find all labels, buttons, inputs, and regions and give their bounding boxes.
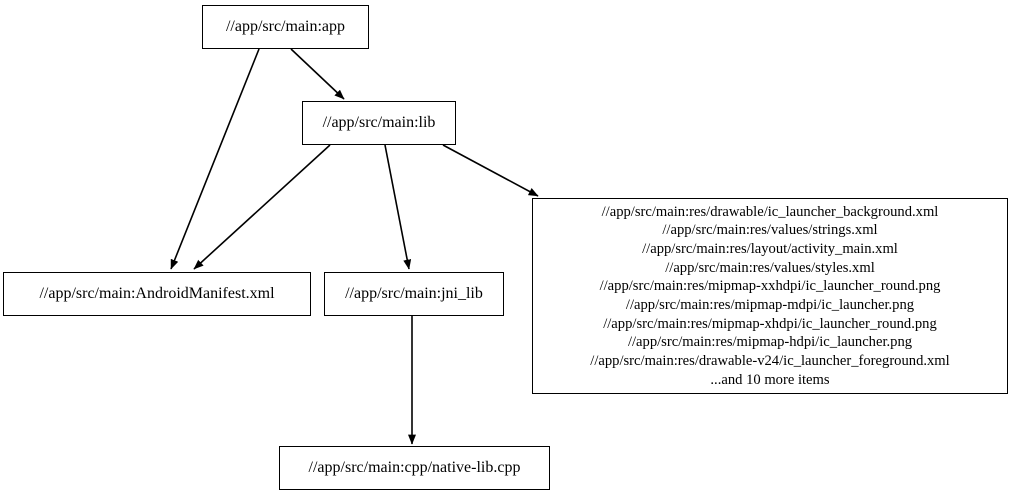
resource-line: //app/src/main:res/drawable/ic_launcher_…: [601, 203, 939, 220]
edge-app-to-manifest: [170, 48, 260, 270]
resource-line: //app/src/main:res/values/styles.xml: [665, 259, 875, 276]
graph-node-jni-lib[interactable]: //app/src/main:jni_lib: [324, 272, 504, 316]
resource-line: //app/src/main:res/mipmap-xxhdpi/ic_laun…: [599, 278, 941, 295]
resource-line: //app/src/main:res/values/strings.xml: [662, 222, 878, 239]
edge-lib-to-manifest: [193, 144, 331, 270]
graph-node-resources-label: //app/src/main:res/drawable/ic_launcher_…: [582, 203, 957, 390]
resource-line: //app/src/main:res/drawable-v24/ic_launc…: [590, 353, 950, 370]
graph-node-android-manifest-label: //app/src/main:AndroidManifest.xml: [39, 285, 275, 302]
resource-line: //app/src/main:res/layout/activity_main.…: [642, 240, 898, 257]
graph-node-app[interactable]: //app/src/main:app: [202, 5, 369, 49]
graph-node-resources[interactable]: //app/src/main:res/drawable/ic_launcher_…: [532, 198, 1008, 394]
edge-lib-to-resources: [442, 144, 539, 197]
graph-node-lib-label: //app/src/main:lib: [322, 114, 436, 131]
graph-node-app-label: //app/src/main:app: [225, 18, 346, 35]
graph-node-jni-lib-label: //app/src/main:jni_lib: [345, 285, 483, 302]
graph-node-native-lib-cpp-label: //app/src/main:cpp/native-lib.cpp: [308, 459, 521, 476]
edge-app-to-lib: [290, 48, 345, 100]
graph-node-native-lib-cpp[interactable]: //app/src/main:cpp/native-lib.cpp: [279, 446, 550, 490]
graph-node-android-manifest[interactable]: //app/src/main:AndroidManifest.xml: [3, 272, 311, 316]
resource-line: //app/src/main:res/mipmap-mdpi/ic_launch…: [625, 297, 915, 313]
resource-overflow-note: ...and 10 more items: [710, 371, 830, 388]
resource-line: //app/src/main:res/mipmap-hdpi/ic_launch…: [627, 334, 913, 351]
edge-lib-to-jni-lib: [384, 144, 412, 270]
resource-line: //app/src/main:res/mipmap-xhdpi/ic_launc…: [603, 315, 937, 332]
graph-node-lib[interactable]: //app/src/main:lib: [302, 101, 456, 145]
